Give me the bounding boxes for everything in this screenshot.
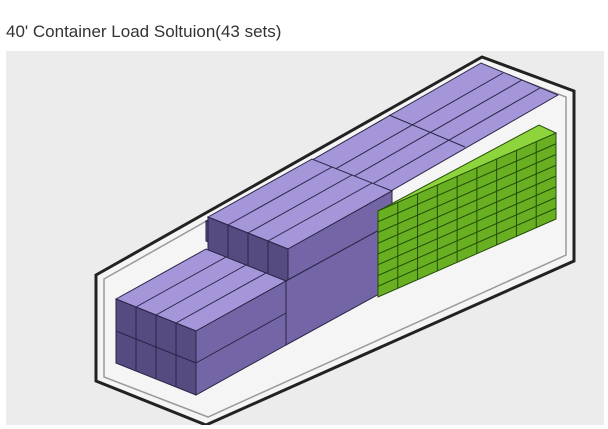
container-3d-viewer[interactable]: [6, 51, 604, 425]
green-box-edge: [377, 186, 557, 266]
green-box-edge: [377, 164, 557, 244]
cargo-stack-green: [376, 124, 558, 298]
green-box-edge: [377, 207, 557, 287]
green-box-edge: [377, 143, 557, 223]
green-box-edge: [377, 154, 557, 233]
page-title: 40' Container Load Soltuion(43 sets): [6, 22, 282, 41]
green-box-edge: [377, 175, 557, 255]
container-3d-scene: [94, 55, 576, 425]
cargo-stack-front: [114, 222, 393, 396]
green-box-edge: [377, 197, 557, 276]
